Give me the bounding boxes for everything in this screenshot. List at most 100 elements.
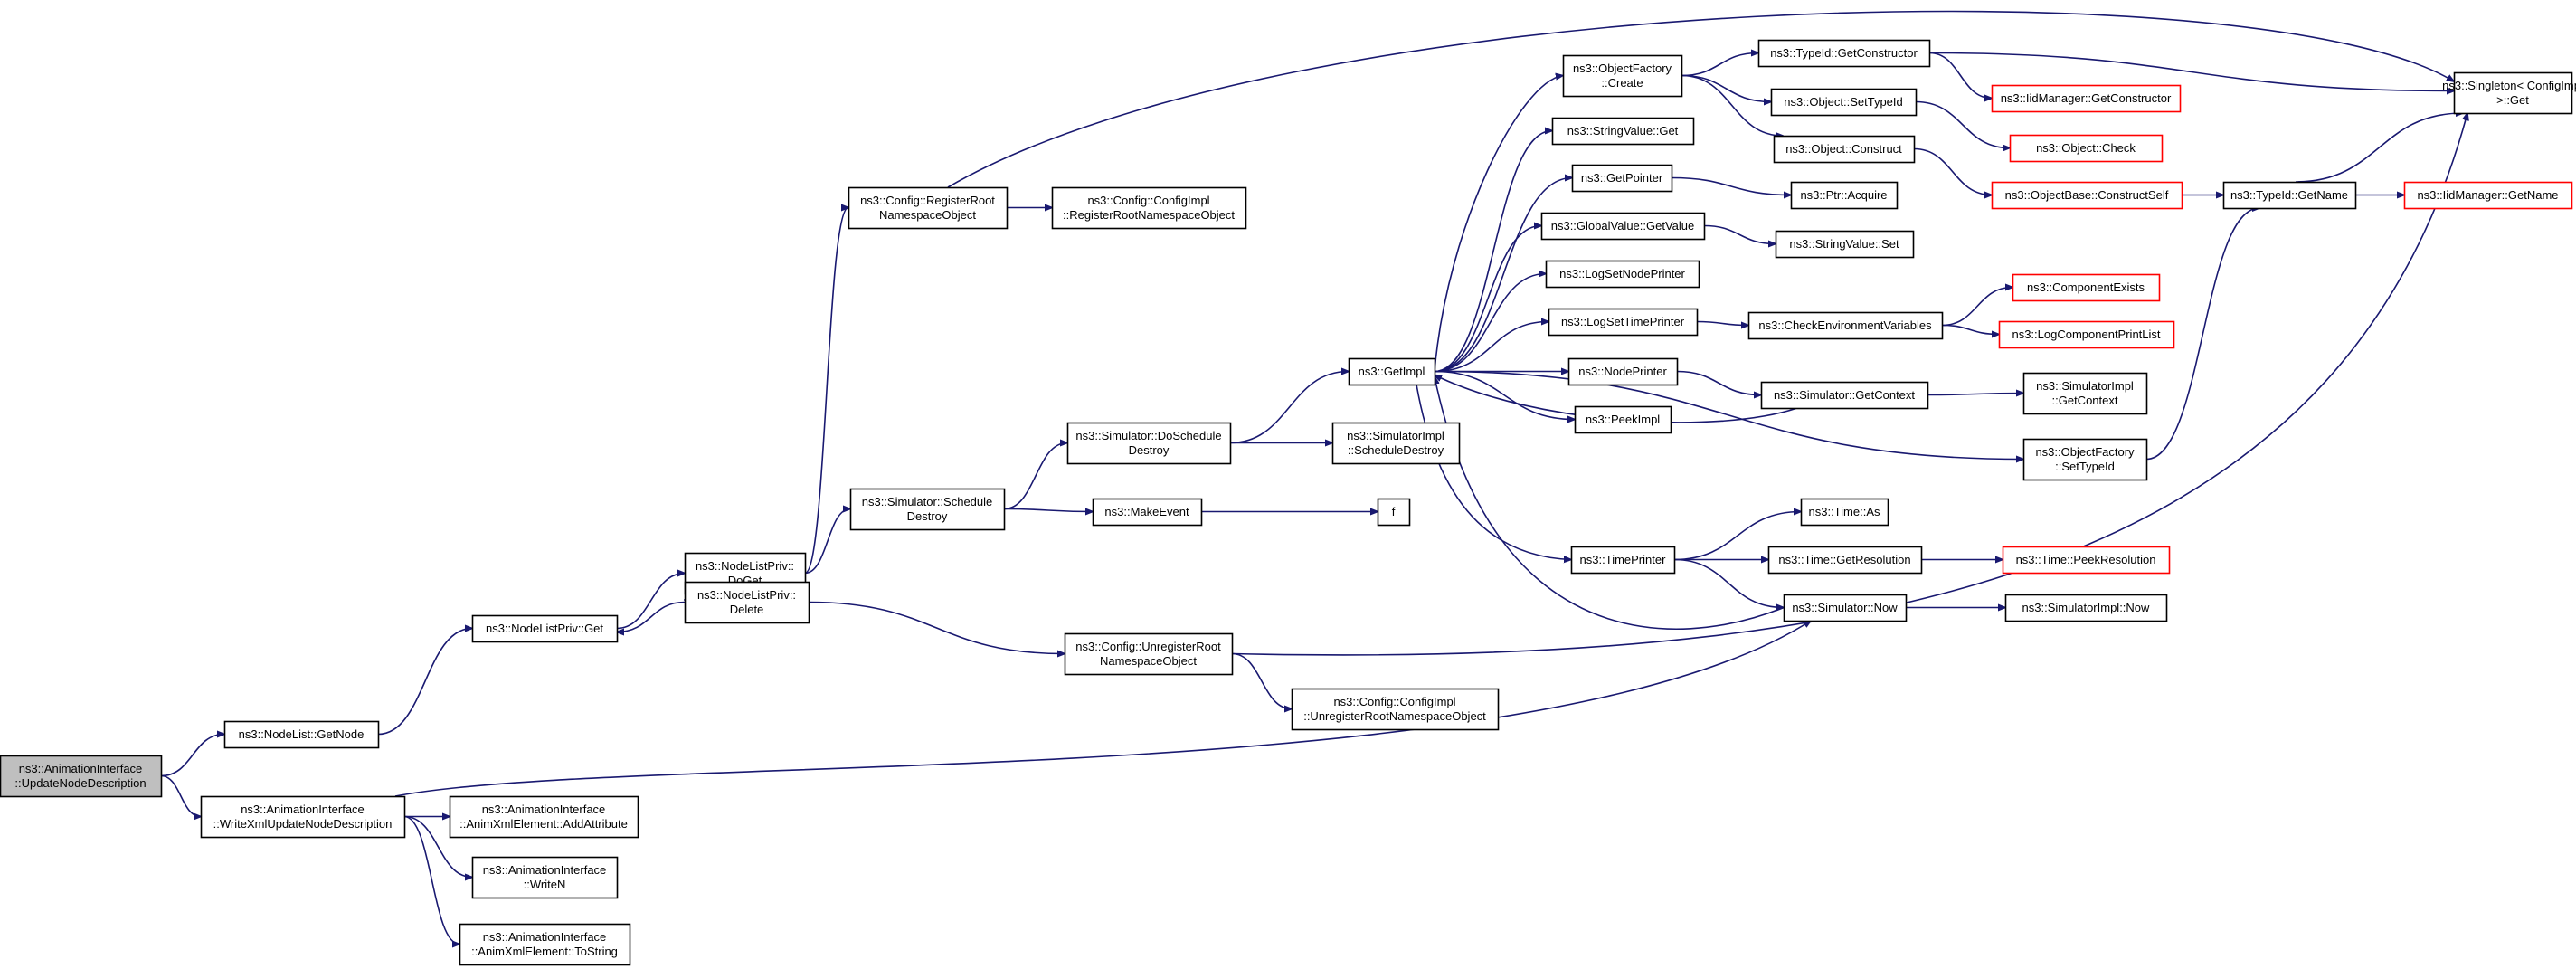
node-objectbase-constructself[interactable]: ns3::ObjectBase::ConstructSelf: [1991, 181, 2183, 210]
node-configimpl-registerrootnamespaceobject[interactable]: ns3::Config::ConfigImpl::RegisterRootNam…: [1051, 186, 1247, 230]
node-objectfactory-create-box[interactable]: [1562, 54, 1683, 98]
node-componentexists-box[interactable]: [2012, 273, 2161, 302]
node-nodelistpriv-get-box[interactable]: [471, 614, 619, 643]
node-makeevent-box[interactable]: [1092, 498, 1203, 527]
node-animationinterface-writen[interactable]: ns3::AnimationInterface::WriteN: [471, 856, 619, 899]
node-time-peekresolution-box[interactable]: [2002, 546, 2171, 575]
node-nodelistpriv-delete-box[interactable]: [684, 581, 810, 624]
node-simulator-scheduledestroy-box[interactable]: [849, 488, 1006, 531]
node-typeid-getconstructor-box[interactable]: [1757, 39, 1931, 68]
node-config-registerrootnamespaceobject[interactable]: ns3::Config::RegisterRootNamespaceObject: [848, 186, 1009, 230]
node-time-as[interactable]: ns3::Time::As: [1800, 498, 1889, 527]
node-simulator-now[interactable]: ns3::Simulator::Now: [1783, 594, 1908, 622]
node-timeprinter-box[interactable]: [1570, 546, 1676, 575]
node-logcomponentprintlist-box[interactable]: [1998, 320, 2175, 349]
node-stringvalue-set-box[interactable]: [1775, 230, 1915, 259]
node-animxmlelement-addattribute[interactable]: ns3::AnimationInterface::AnimXmlElement:…: [449, 795, 639, 839]
node-logsetnodeprinter[interactable]: ns3::LogSetNodePrinter: [1545, 260, 1700, 289]
node-write-xml-update-node-description-box[interactable]: [200, 795, 406, 839]
node-animxmlelement-addattribute-box[interactable]: [449, 795, 639, 839]
node-logsettimeprinter[interactable]: ns3::LogSetTimePrinter: [1548, 308, 1699, 337]
node-iidmanager-getconstructor-box[interactable]: [1991, 84, 2182, 113]
node-nodeprinter[interactable]: ns3::NodePrinter: [1567, 357, 1679, 386]
node-checkenvironmentvariables-label-line-0: ns3::CheckEnvironmentVariables: [1758, 318, 1932, 332]
node-typeid-getname[interactable]: ns3::TypeId::GetName: [2222, 181, 2357, 210]
node-write-xml-update-node-description[interactable]: ns3::AnimationInterface::WriteXmlUpdateN…: [200, 795, 406, 839]
node-ptr-acquire-box[interactable]: [1790, 181, 1899, 210]
node-simulator-getcontext[interactable]: ns3::Simulator::GetContext: [1760, 381, 1929, 410]
node-animxmlelement-tostring[interactable]: ns3::AnimationInterface::AnimXmlElement:…: [459, 923, 631, 966]
node-nodelist-getnode[interactable]: ns3::NodeList::GetNode: [223, 720, 380, 749]
node-ptr-acquire[interactable]: ns3::Ptr::Acquire: [1790, 181, 1899, 210]
node-singleton-configimpl-get[interactable]: ns3::Singleton< ConfigImpl >::Get: [2442, 71, 2576, 115]
node-update-node-description-box[interactable]: [0, 755, 163, 798]
node-getimpl-box[interactable]: [1348, 357, 1436, 386]
node-objectfactory-create[interactable]: ns3::ObjectFactory::Create: [1562, 54, 1683, 98]
node-makeevent[interactable]: ns3::MakeEvent: [1092, 498, 1203, 527]
node-globalvalue-getvalue-box[interactable]: [1540, 212, 1706, 241]
node-iidmanager-getname-box[interactable]: [2403, 181, 2573, 210]
node-simulatorimpl-now[interactable]: ns3::SimulatorImpl::Now: [2004, 594, 2168, 622]
node-nodelistpriv-get[interactable]: ns3::NodeListPriv::Get: [471, 614, 619, 643]
node-animationinterface-writen-box[interactable]: [471, 856, 619, 899]
node-logsettimeprinter-box[interactable]: [1548, 308, 1699, 337]
node-simulatorimpl-getcontext[interactable]: ns3::SimulatorImpl::GetContext: [2022, 372, 2148, 415]
node-globalvalue-getvalue[interactable]: ns3::GlobalValue::GetValue: [1540, 212, 1706, 241]
node-componentexists[interactable]: ns3::ComponentExists: [2012, 273, 2161, 302]
node-nodeprinter-box[interactable]: [1567, 357, 1679, 386]
node-config-unregisterrootnamespaceobject-box[interactable]: [1064, 632, 1234, 676]
node-logcomponentprintlist[interactable]: ns3::LogComponentPrintList: [1998, 320, 2175, 349]
node-config-registerrootnamespaceobject-box[interactable]: [848, 186, 1009, 230]
node-config-unregisterrootnamespaceobject[interactable]: ns3::Config::UnregisterRootNamespaceObje…: [1064, 632, 1234, 676]
node-animxmlelement-tostring-box[interactable]: [459, 923, 631, 966]
node-configimpl-registerrootnamespaceobject-box[interactable]: [1051, 186, 1247, 230]
node-simulatorimpl-scheduledestroy-box[interactable]: [1331, 422, 1461, 465]
node-simulator-doscheduledestroy-box[interactable]: [1066, 422, 1232, 465]
node-configimpl-unregisterrootnamespaceobject[interactable]: ns3::Config::ConfigImpl::UnregisterRootN…: [1291, 688, 1500, 731]
node-f-box[interactable]: [1377, 498, 1411, 527]
node-singleton-configimpl-get-box[interactable]: [2453, 71, 2573, 115]
node-object-settypeid-box[interactable]: [1770, 88, 1918, 117]
node-f[interactable]: f: [1377, 498, 1411, 527]
node-iidmanager-getconstructor[interactable]: ns3::IidManager::GetConstructor: [1991, 84, 2182, 113]
node-typeid-getname-box[interactable]: [2222, 181, 2357, 210]
node-simulatorimpl-now-box[interactable]: [2004, 594, 2168, 622]
node-getpointer[interactable]: ns3::GetPointer: [1571, 164, 1673, 193]
node-simulatorimpl-getcontext-box[interactable]: [2022, 372, 2148, 415]
node-time-getresolution[interactable]: ns3::Time::GetResolution: [1767, 546, 1923, 575]
node-configimpl-unregisterrootnamespaceobject-box[interactable]: [1291, 688, 1500, 731]
node-simulator-getcontext-box[interactable]: [1760, 381, 1929, 410]
node-object-check-box[interactable]: [2009, 134, 2164, 163]
node-update-node-description[interactable]: ns3::AnimationInterface::UpdateNodeDescr…: [0, 755, 163, 798]
node-stringvalue-set[interactable]: ns3::StringValue::Set: [1775, 230, 1915, 259]
node-typeid-getconstructor[interactable]: ns3::TypeId::GetConstructor: [1757, 39, 1931, 68]
node-time-getresolution-box[interactable]: [1767, 546, 1923, 575]
node-stringvalue-get-box[interactable]: [1551, 117, 1695, 146]
node-simulatorimpl-scheduledestroy[interactable]: ns3::SimulatorImpl::ScheduleDestroy: [1331, 422, 1461, 465]
node-timeprinter[interactable]: ns3::TimePrinter: [1570, 546, 1676, 575]
node-object-construct-box[interactable]: [1773, 135, 1916, 164]
node-peekimpl[interactable]: ns3::PeekImpl: [1574, 405, 1672, 434]
node-time-peekresolution[interactable]: ns3::Time::PeekResolution: [2002, 546, 2171, 575]
node-nodelistpriv-delete[interactable]: ns3::NodeListPriv::Delete: [684, 581, 810, 624]
node-object-construct[interactable]: ns3::Object::Construct: [1773, 135, 1916, 164]
node-nodelist-getnode-box[interactable]: [223, 720, 380, 749]
node-objectfactory-settypeid[interactable]: ns3::ObjectFactory::SetTypeId: [2022, 438, 2148, 481]
node-peekimpl-box[interactable]: [1574, 405, 1672, 434]
node-getimpl[interactable]: ns3::GetImpl: [1348, 357, 1436, 386]
node-logsetnodeprinter-box[interactable]: [1545, 260, 1700, 289]
node-iidmanager-getname[interactable]: ns3::IidManager::GetName: [2403, 181, 2573, 210]
node-stringvalue-get[interactable]: ns3::StringValue::Get: [1551, 117, 1695, 146]
node-object-check[interactable]: ns3::Object::Check: [2009, 134, 2164, 163]
node-objectfactory-settypeid-box[interactable]: [2022, 438, 2148, 481]
node-objectbase-constructself-box[interactable]: [1991, 181, 2183, 210]
node-object-settypeid[interactable]: ns3::Object::SetTypeId: [1770, 88, 1918, 117]
node-checkenvironmentvariables[interactable]: ns3::CheckEnvironmentVariables: [1747, 311, 1944, 340]
node-simulator-now-box[interactable]: [1783, 594, 1908, 622]
node-iidmanager-getconstructor-label-line-0: ns3::IidManager::GetConstructor: [2001, 91, 2172, 105]
node-getpointer-box[interactable]: [1571, 164, 1673, 193]
node-time-as-box[interactable]: [1800, 498, 1889, 527]
node-checkenvironmentvariables-box[interactable]: [1747, 311, 1944, 340]
node-simulator-scheduledestroy[interactable]: ns3::Simulator::ScheduleDestroy: [849, 488, 1006, 531]
